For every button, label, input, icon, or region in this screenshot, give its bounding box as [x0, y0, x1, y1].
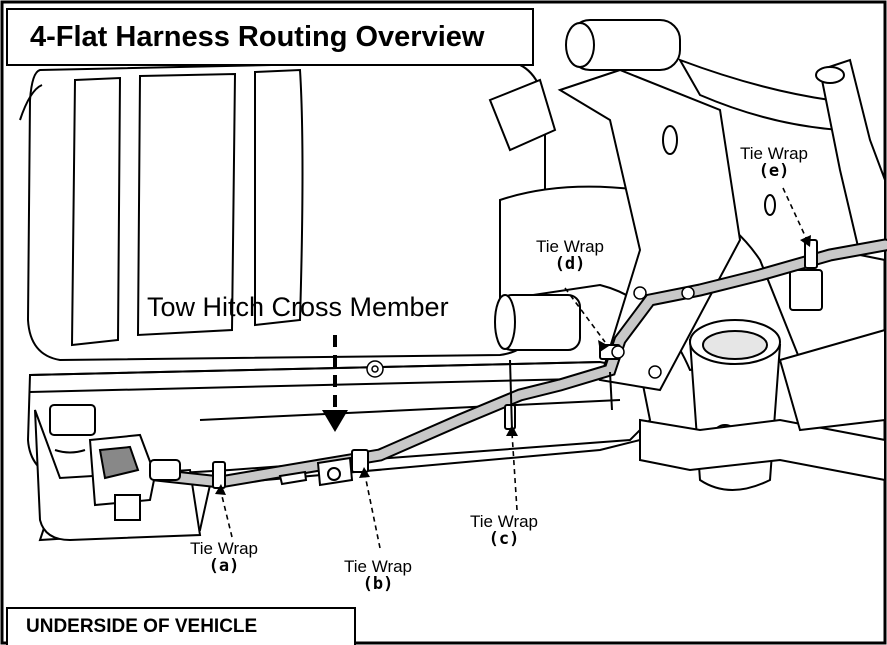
tie-wrap-strap-c	[509, 359, 513, 431]
page-title: 4-Flat Harness Routing Overview	[30, 20, 485, 53]
muffler-hanger	[488, 19, 776, 392]
callout-a: Tie Wrap (a)	[190, 540, 258, 576]
four-flat-connector	[88, 433, 181, 521]
callout-a-letter: (a)	[208, 555, 240, 576]
callout-b-label: Tie Wrap	[344, 557, 413, 576]
callout-c: Tie Wrap (c)	[470, 513, 538, 549]
rubber-isolator	[494, 294, 581, 351]
callout-arrowheads	[215, 235, 811, 495]
callout-d-label: Tie Wrap	[536, 237, 605, 256]
fuel-tank	[19, 58, 546, 362]
view-label-box: UNDERSIDE OF VEHICLE	[6, 607, 356, 645]
callout-a-label: Tie Wrap	[190, 539, 259, 558]
title-box: 4-Flat Harness Routing Overview	[6, 8, 534, 66]
callout-leaders	[220, 187, 808, 549]
right-bumper	[639, 269, 886, 482]
callout-c-label: Tie Wrap	[470, 512, 539, 531]
exhaust-pipe	[677, 58, 886, 262]
cross-member-label: Tow Hitch Cross Member	[147, 292, 449, 322]
callout-d: Tie Wrap (d)	[536, 238, 604, 274]
callout-b-letter: (b)	[362, 573, 394, 594]
callout-d-letter: (d)	[554, 253, 586, 274]
cross-member-arrow	[322, 335, 348, 432]
callout-c-letter: (c)	[488, 528, 520, 549]
callout-e: Tie Wrap (e)	[740, 145, 808, 181]
callout-e-label: Tie Wrap	[740, 144, 809, 163]
view-label: UNDERSIDE OF VEHICLE	[26, 616, 258, 637]
callout-b: Tie Wrap (b)	[344, 558, 412, 594]
fastener-bolts	[366, 286, 695, 379]
callout-e-letter: (e)	[758, 160, 790, 181]
